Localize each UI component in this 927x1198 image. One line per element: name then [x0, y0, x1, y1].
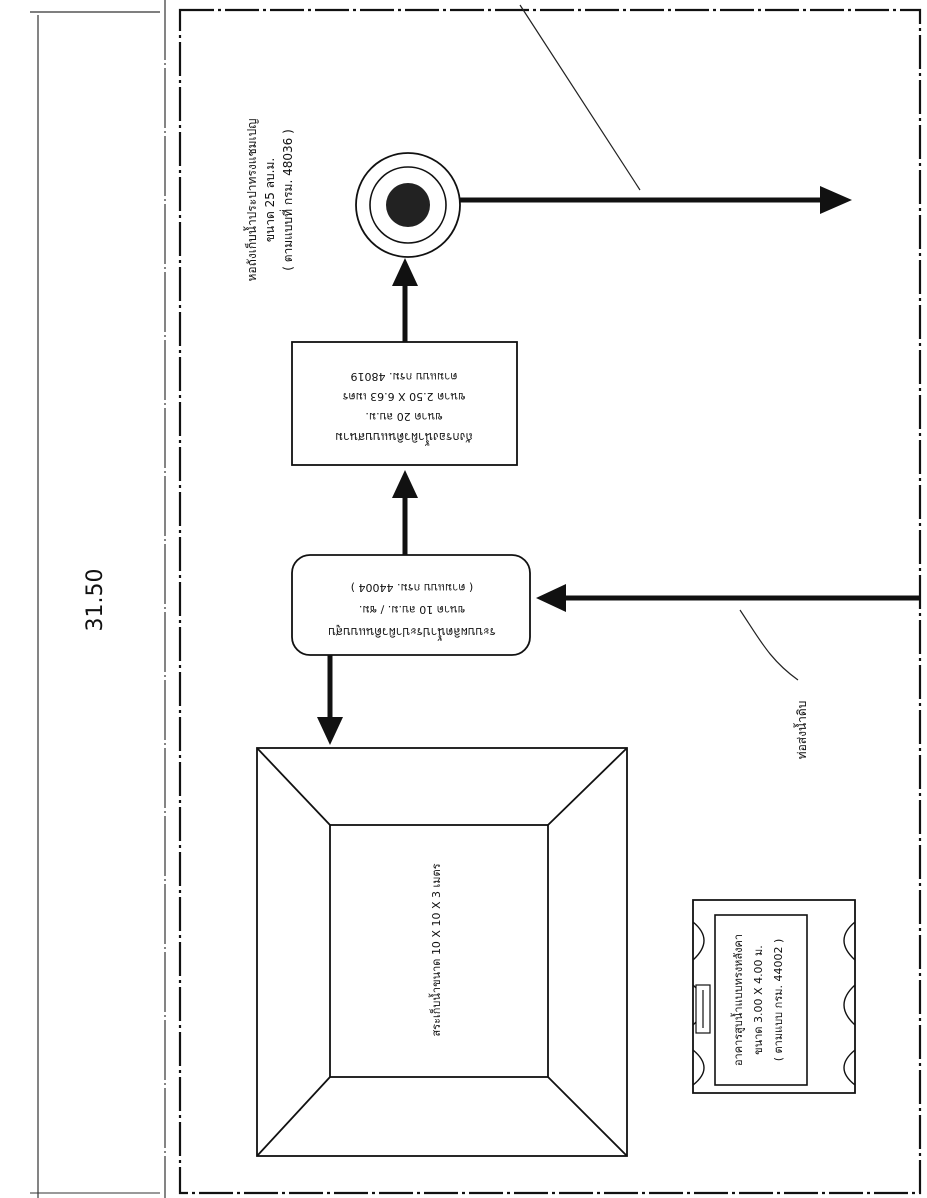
pump-house-size: ขนาด 3.00 X 4.00 ม.	[752, 945, 765, 1055]
tank-ref: ( ตามแบบที่ กรม. 48036 )	[279, 129, 295, 271]
source-pipe-label: ท่อส่งน้ำดิบ	[793, 701, 809, 760]
filter-label-group: ถังกรองน้ำผิวดินแบบสนาม ขนาด 20 ลบ.ม. ขน…	[335, 370, 473, 446]
pond-label: สระเก็บน้ำขนาด 10 X 10 X 3 เมตร	[428, 863, 443, 1036]
treatment-unit-title: ระบบผลิตน้ำประปาผิวดินแบบสูบ	[328, 624, 496, 641]
tank-size: ขนาด 25 ลบ.ม.	[263, 158, 277, 242]
pump-house-ref: ( ตามแบบ กรม. 44002 )	[772, 939, 785, 1062]
raw-water-inflow-arrow	[536, 584, 920, 612]
outflow-arrow	[460, 186, 852, 214]
filter-box	[291, 341, 518, 466]
dimension-label: 31.50	[83, 569, 108, 632]
pump-house-label-group: อาคารสูบน้ำแบบทรงหลังคา ขนาด 3.00 X 4.00…	[730, 934, 785, 1066]
dimension-guides	[30, 0, 166, 1198]
arrow-sediment-to-filter	[392, 470, 418, 555]
tank-title: หอถังเก็บน้ำประปาทรงแชมเปญ	[243, 119, 259, 282]
treatment-unit-ref: ( ตามแบบ กรม. 44004 )	[351, 581, 474, 594]
site-boundary	[178, 8, 922, 1195]
arrow-unit-to-pond	[317, 655, 343, 745]
treatment-unit-label-group: ระบบผลิตน้ำประปาผิวดินแบบสูบ ขนาด 10 ลบ.…	[328, 581, 496, 641]
filter-title: ถังกรองน้ำผิวดินแบบสนาม	[335, 430, 473, 446]
filter-ref: ตามแบบ กรม. 48019	[351, 370, 458, 383]
arrow-filter-to-tank	[392, 258, 418, 342]
pump-house-title: อาคารสูบน้ำแบบทรงหลังคา	[730, 934, 745, 1066]
elevated-tank-symbol	[355, 152, 461, 258]
storage-pond	[256, 747, 628, 1157]
filter-capacity: ขนาด 20 ลบ.ม.	[365, 410, 442, 423]
leader-line-top	[519, 4, 641, 191]
leader-line-source	[739, 609, 799, 681]
tank-label-group: หอถังเก็บน้ำประปาทรงแชมเปญ ขนาด 25 ลบ.ม.…	[243, 119, 295, 282]
treatment-unit-box	[291, 554, 531, 656]
pump-house	[692, 899, 856, 1094]
filter-size: ขนาด 2.50 X 6.63 เมตร	[342, 390, 465, 403]
treatment-unit-capacity: ขนาด 10 ลบ.ม. / ชม.	[359, 603, 465, 616]
